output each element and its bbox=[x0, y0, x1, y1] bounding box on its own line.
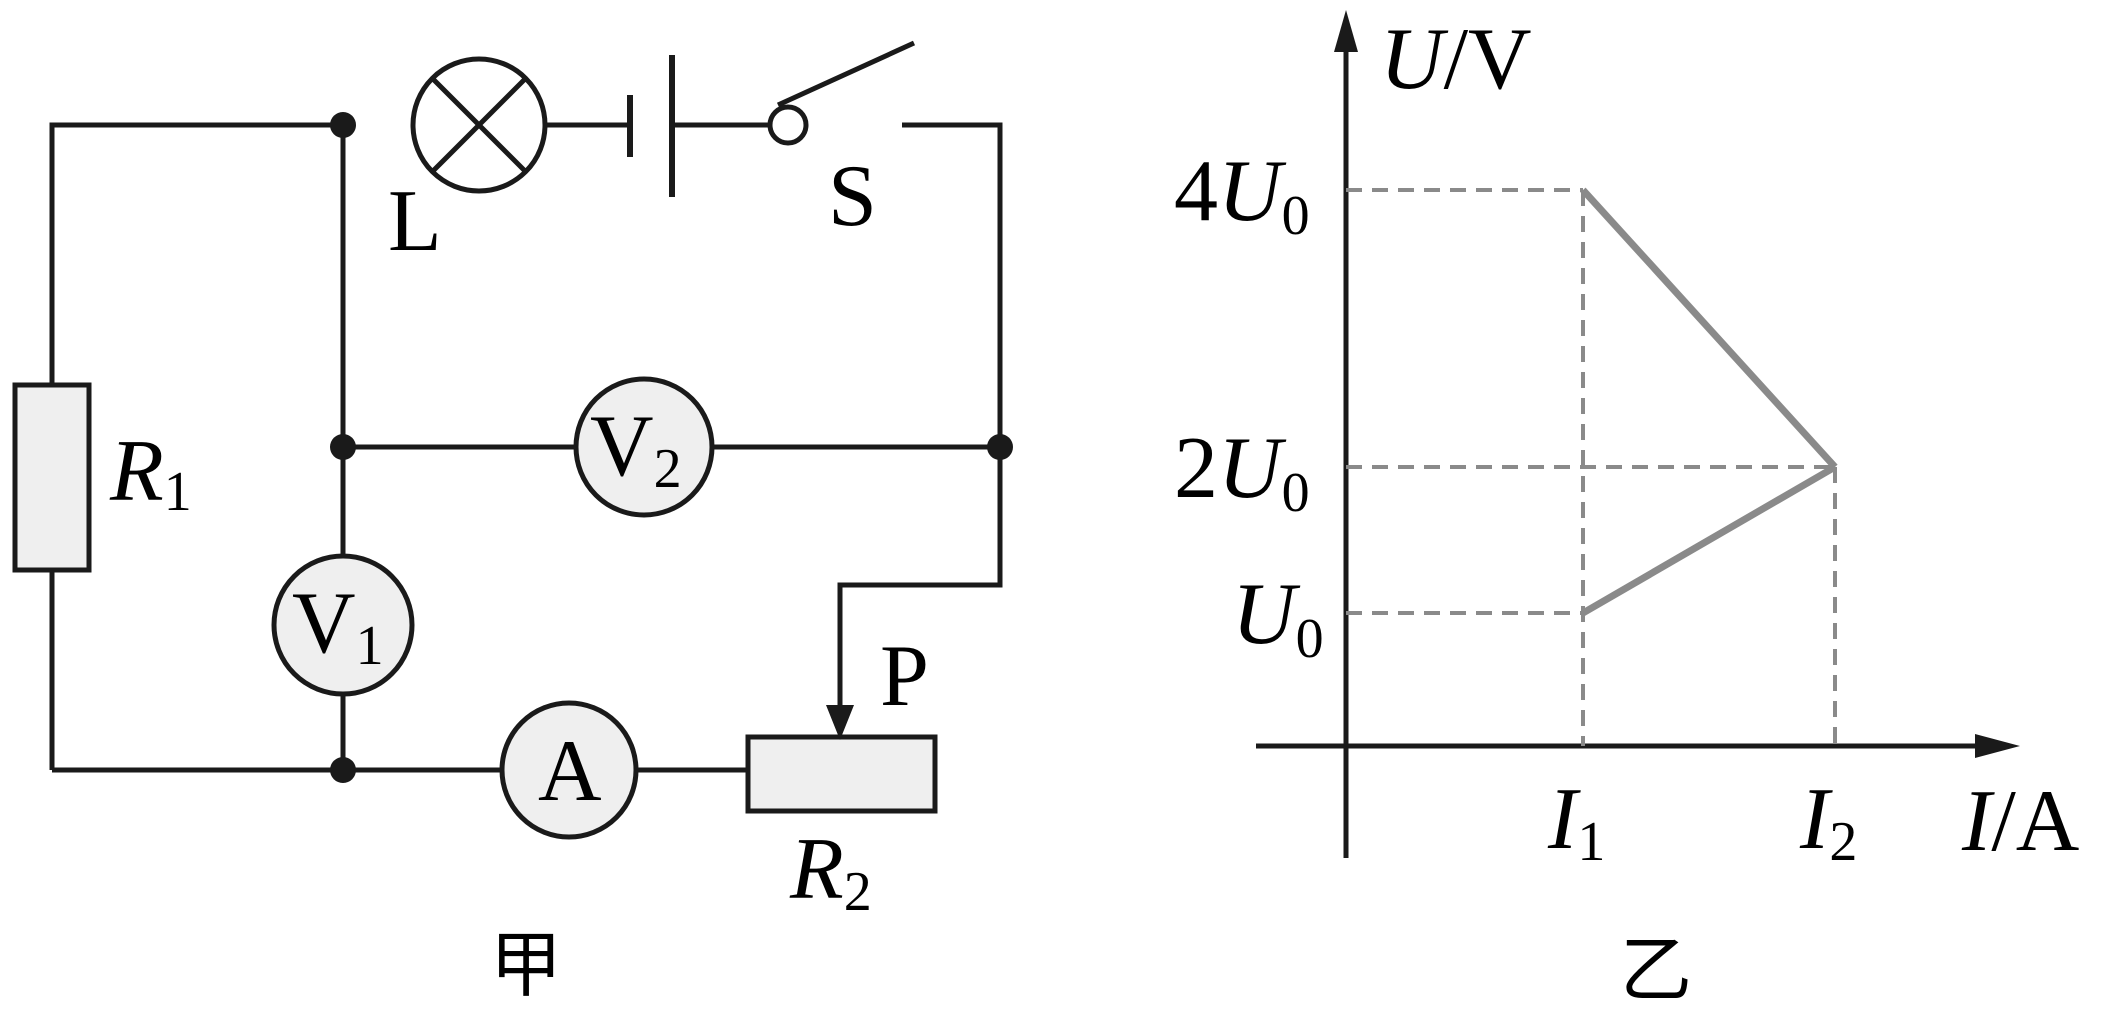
junction-node bbox=[987, 434, 1013, 460]
x-tick-label: I1 bbox=[1547, 771, 1605, 873]
switch-label: S bbox=[828, 148, 877, 245]
y-axis-title: U/V bbox=[1380, 11, 1532, 108]
circuit-caption: 甲 bbox=[490, 923, 562, 1007]
x-axis-arrowhead bbox=[1975, 734, 2020, 758]
graph: U/V I/A 4U0 2U0 U0 I1 I2 乙 bbox=[1174, 10, 2079, 1012]
rheostat-r2 bbox=[745, 734, 938, 814]
wire-left-top bbox=[49, 122, 343, 385]
x-axis-title: I/A bbox=[1961, 773, 2079, 870]
voltmeter-v1 bbox=[271, 553, 415, 697]
junction-node bbox=[330, 757, 356, 783]
y-tick-label: U0 bbox=[1232, 566, 1324, 670]
y-tick-label: 4U0 bbox=[1174, 143, 1310, 247]
voltmeter-v2 bbox=[573, 376, 715, 518]
r2-label: R2 bbox=[789, 821, 872, 923]
v1-label: V1 bbox=[292, 575, 384, 677]
resistor-r1 bbox=[12, 382, 92, 573]
series-line-decreasing bbox=[1580, 187, 1838, 470]
v2-label: V2 bbox=[590, 398, 682, 500]
y-axis-arrowhead bbox=[1334, 10, 1358, 52]
ammeter-label: A bbox=[538, 723, 602, 820]
junction-node bbox=[330, 434, 356, 460]
x-tick-label: I2 bbox=[1799, 771, 1857, 873]
battery bbox=[627, 55, 675, 197]
y-tick-label: 2U0 bbox=[1174, 420, 1310, 524]
lamp-label: L bbox=[388, 173, 442, 270]
ammeter bbox=[499, 700, 639, 840]
series-line-increasing bbox=[1581, 463, 1837, 617]
slider-arrowhead bbox=[826, 705, 854, 740]
r1-label: R1 bbox=[109, 423, 192, 523]
switch bbox=[767, 40, 916, 146]
wire-right-top bbox=[837, 122, 1003, 730]
graph-caption: 乙 bbox=[1620, 928, 1692, 1012]
circuit-diagram: L S R1 V2 V1 A P R2 甲 bbox=[12, 40, 1013, 1007]
slider-label: P bbox=[880, 628, 929, 725]
junction-node bbox=[330, 112, 356, 138]
lamp bbox=[410, 56, 548, 194]
